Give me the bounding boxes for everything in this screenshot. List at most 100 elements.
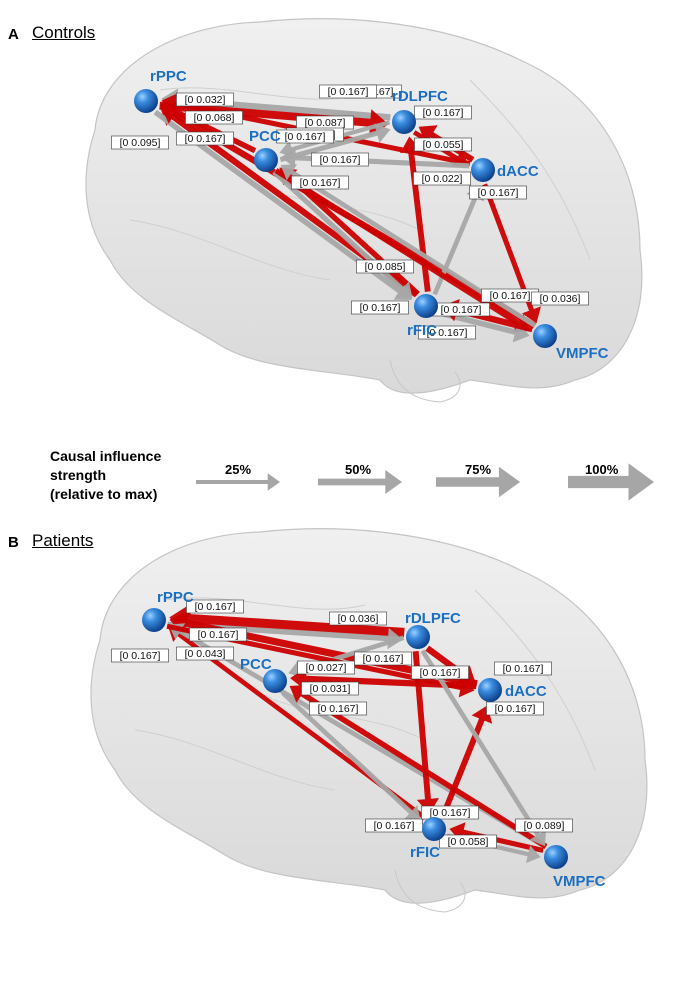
edge-dacc-to-pcc <box>281 147 470 169</box>
weight-label-box <box>319 84 377 99</box>
node-rppc <box>142 608 166 632</box>
node-pcc <box>263 669 287 693</box>
weight-label: [0 0.167] <box>365 818 423 833</box>
edge-rdlpfc-to-rppc <box>169 603 405 638</box>
weight-label-box <box>494 661 552 676</box>
weight-label-text: [0 0.167] <box>374 820 415 832</box>
legend-arrow-25pct <box>196 473 280 491</box>
weight-label-text: [0 0.167] <box>423 107 464 119</box>
node-rfic <box>422 817 446 841</box>
weight-label-box <box>329 611 387 626</box>
edge-rppc-to-rfic <box>153 109 412 301</box>
weight-label-box <box>531 291 589 306</box>
weight-label-text: [0 0.022] <box>422 173 463 185</box>
weight-label-text: [0 0.167] <box>427 327 468 339</box>
node-vmpfc <box>533 324 557 348</box>
weight-label-box <box>515 818 573 833</box>
weight-label: [0 0.167] <box>481 288 539 303</box>
weight-label-box <box>176 131 234 146</box>
weight-label-text: [0 0.167] <box>430 807 471 819</box>
weight-label-text: [0 0.058] <box>448 836 489 848</box>
weight-label-text: [0 0.167] <box>195 601 236 613</box>
weight-label-text: [0 0.167] <box>503 663 544 675</box>
node-label-pcc: PCC <box>249 128 281 145</box>
node-dacc <box>471 158 495 182</box>
weight-label: [0 0.032] <box>176 92 234 107</box>
weight-label-text: [0 0.036] <box>338 613 379 625</box>
weight-label-box <box>414 137 472 152</box>
weight-label: [0 0.167] <box>351 300 409 315</box>
weight-label: [0 0.167] <box>309 701 367 716</box>
weight-label: [0 0.043] <box>176 646 234 661</box>
weight-label-text: [0 0.043] <box>185 648 226 660</box>
node-label-rfic: rFIC <box>410 844 440 861</box>
edge-vmpfc-to-pcc <box>289 684 548 849</box>
weight-label-text: [0 0.167] <box>285 131 326 143</box>
edge-vmpfc-to-pcc <box>280 164 537 328</box>
legend-arrow-50pct <box>318 470 402 494</box>
legend-title-line-3: (relative to max) <box>50 486 158 502</box>
weight-label-text: [0 0.167] <box>490 290 531 302</box>
node-dacc <box>478 678 502 702</box>
weight-label-box <box>186 599 244 614</box>
weight-label-box <box>351 300 409 315</box>
weight-label: [0 0.058] <box>439 834 497 849</box>
weight-label-text: [0 0.167] <box>441 304 482 316</box>
weight-label-text: [0 0.089] <box>524 820 565 832</box>
legend-title-line-1: Causal influence <box>50 448 162 464</box>
panel-a-letter: A <box>8 26 19 43</box>
edge-rppc-to-dacc <box>166 623 475 698</box>
weight-label-text: [0 0.036] <box>540 293 581 305</box>
weight-label: [0 0.167] <box>189 627 247 642</box>
weight-label: [0 0.055] <box>414 137 472 152</box>
node-label-rdlpfc: rDLPFC <box>392 88 448 105</box>
weight-label: [0 0.167] <box>311 152 369 167</box>
weight-label: [0 0.167] <box>354 651 412 666</box>
legend-title: Causal influence strength (relative to m… <box>50 447 200 504</box>
weight-label-text: [0 0.167] <box>120 650 161 662</box>
node-label-rdlpfc: rDLPFC <box>405 610 461 627</box>
weight-label: [0 0.167] <box>411 665 469 680</box>
weight-label-box <box>469 185 527 200</box>
panel-a-title: Controls <box>32 23 96 42</box>
weight-label: [0 0.167] <box>319 84 377 99</box>
legend-title-line-2: strength <box>50 467 106 483</box>
weight-label-text: [0 0.167] <box>420 667 461 679</box>
weight-label: [0 0.167] <box>469 185 527 200</box>
weight-label-text: [0 0.167] <box>363 653 404 665</box>
weight-label-box <box>414 105 472 120</box>
weight-label: [0 0.167] <box>421 805 479 820</box>
weight-label: [0 0.027] <box>297 660 355 675</box>
weight-label-box <box>439 834 497 849</box>
weight-label: [0 0.167] <box>276 129 334 144</box>
weight-label: [0 0.167] <box>111 648 169 663</box>
legend-arrows <box>196 463 654 501</box>
weight-label-box <box>354 651 412 666</box>
node-vmpfc <box>544 845 568 869</box>
weight-label-box <box>421 805 479 820</box>
weight-label-text: [0 0.167] <box>300 177 341 189</box>
weight-label-text: [0 0.167] <box>328 86 369 98</box>
weight-label: [0 0.167] <box>418 325 476 340</box>
weight-label-box <box>301 681 359 696</box>
weight-label: [0 0.087] <box>296 115 354 130</box>
weight-label-box <box>176 92 234 107</box>
edge-rfic-to-vmpfc <box>438 310 530 343</box>
weight-label-box <box>189 627 247 642</box>
weight-labels-panel-a: [0 0.167][0 0.167][0 0.032][0 0.068][0 0… <box>111 84 589 340</box>
weight-label-text: [0 0.031] <box>310 683 351 695</box>
weight-label-text: [0 0.167] <box>320 154 361 166</box>
node-label-vmpfc: VMPFC <box>553 873 606 890</box>
weight-labels-panel-b: [0 0.167] [0 0.036] [0 0.167] [0 0.167] [0 0… <box>111 599 573 849</box>
weight-label-box <box>356 259 414 274</box>
weight-label-box <box>185 110 243 125</box>
node-rdlpfc <box>406 625 430 649</box>
weight-label-text: [0 0.095] <box>120 137 161 149</box>
panel-b-title: Patients <box>32 531 94 550</box>
weight-label-text: [0 0.027] <box>306 662 347 674</box>
weight-label-box <box>276 129 334 144</box>
edge-rdlpfc-to-pcc <box>288 635 405 679</box>
weight-label: [0 0.167] <box>486 701 544 716</box>
node-label-vmpfc: VMPFC <box>556 345 609 362</box>
